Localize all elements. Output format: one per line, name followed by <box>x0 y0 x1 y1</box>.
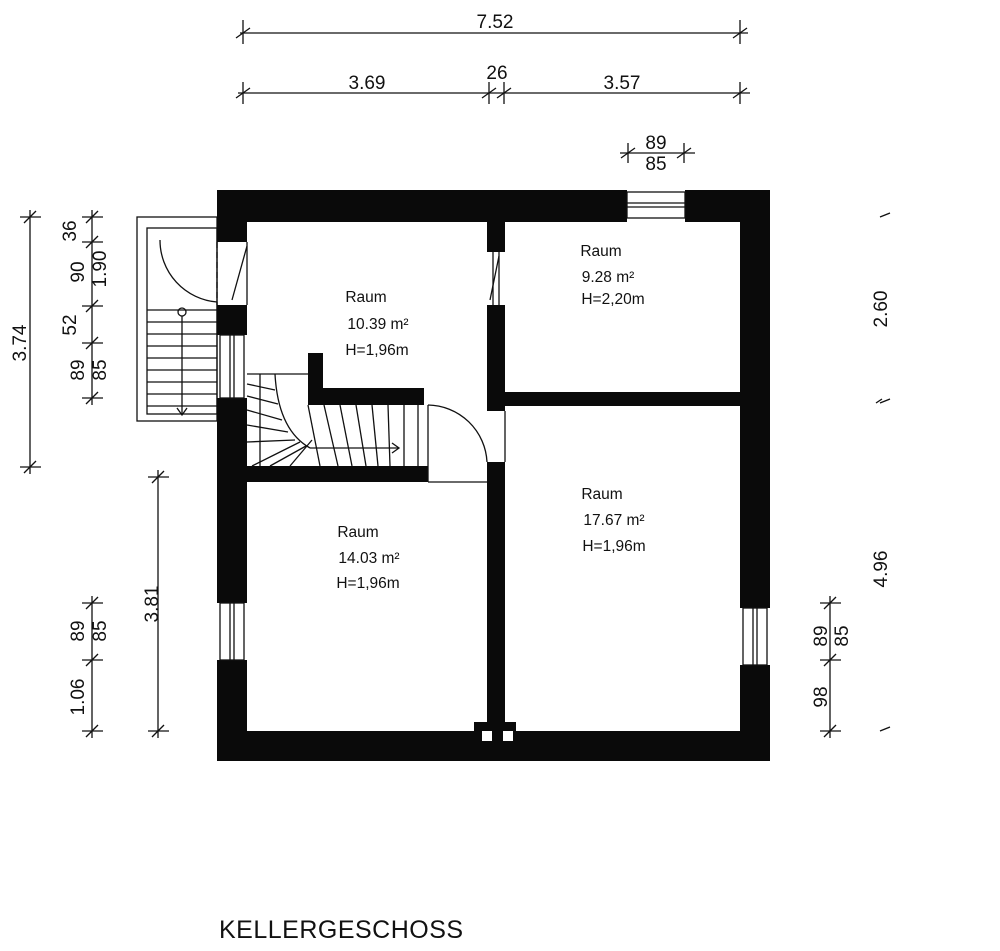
room-3-height: H=1,96m <box>336 575 399 592</box>
room-3-name: Raum <box>337 524 378 541</box>
dim-left-b: 90 <box>68 261 89 282</box>
room-2-area: 9.28 m² <box>582 269 635 286</box>
room-1-name: Raum <box>345 289 386 306</box>
door-room-2 <box>489 252 500 305</box>
dim-right-win-upper: 89 <box>811 625 832 646</box>
top-dimension-lines <box>235 20 750 163</box>
left-dimension-lines <box>20 210 169 738</box>
interior-stair <box>246 373 419 467</box>
dim-top-mid: 26 <box>486 63 507 84</box>
dim-window-top-lower: 85 <box>645 154 666 175</box>
dim-left-bottom: 1.06 <box>68 679 89 716</box>
dim-top-total: 7.52 <box>477 12 514 33</box>
room-1-area: 10.39 m² <box>347 316 408 333</box>
room-4-name: Raum <box>581 486 622 503</box>
dim-top-right: 3.57 <box>604 73 641 94</box>
room-2-name: Raum <box>580 243 621 260</box>
exterior-stair <box>136 216 218 422</box>
dim-right-bottom: 4.96 <box>871 551 892 588</box>
dim-left-win-upper: 89 <box>68 620 89 641</box>
door-left-entrance <box>216 242 248 305</box>
room-3-area: 14.03 m² <box>338 550 399 567</box>
dim-window-top-upper: 89 <box>645 133 666 154</box>
window-top <box>626 191 686 219</box>
room-2-height: H=2,20m <box>581 291 644 308</box>
dim-left-a: 36 <box>60 220 81 241</box>
dim-right-small: 98 <box>811 686 832 707</box>
room-4-area: 17.67 m² <box>583 512 644 529</box>
door-room-4 <box>427 404 506 483</box>
window-right <box>742 607 768 666</box>
dim-left-b2: 1.90 <box>90 251 111 288</box>
dim-left-win-lower: 85 <box>90 620 111 641</box>
walls <box>217 190 770 761</box>
dim-left-c: 52 <box>60 314 81 335</box>
room-1-height: H=1,96m <box>345 342 408 359</box>
dim-left-d2: 85 <box>90 359 111 380</box>
dim-right-top: 2.60 <box>871 291 892 328</box>
dim-right-win-lower: 85 <box>832 625 853 646</box>
dim-top-left: 3.69 <box>349 73 386 94</box>
vent-opening <box>482 731 492 741</box>
window-left-stair <box>219 334 245 399</box>
room-4-height: H=1,96m <box>582 538 645 555</box>
window-left <box>219 602 245 661</box>
right-dimension-lines <box>820 212 891 738</box>
floor-title: KELLERGESCHOSS <box>219 916 464 944</box>
vent-opening <box>503 731 513 741</box>
dim-left-lower-total: 3.81 <box>142 586 163 623</box>
dim-left-total: 3.74 <box>10 324 31 361</box>
dim-left-d: 89 <box>68 359 89 380</box>
